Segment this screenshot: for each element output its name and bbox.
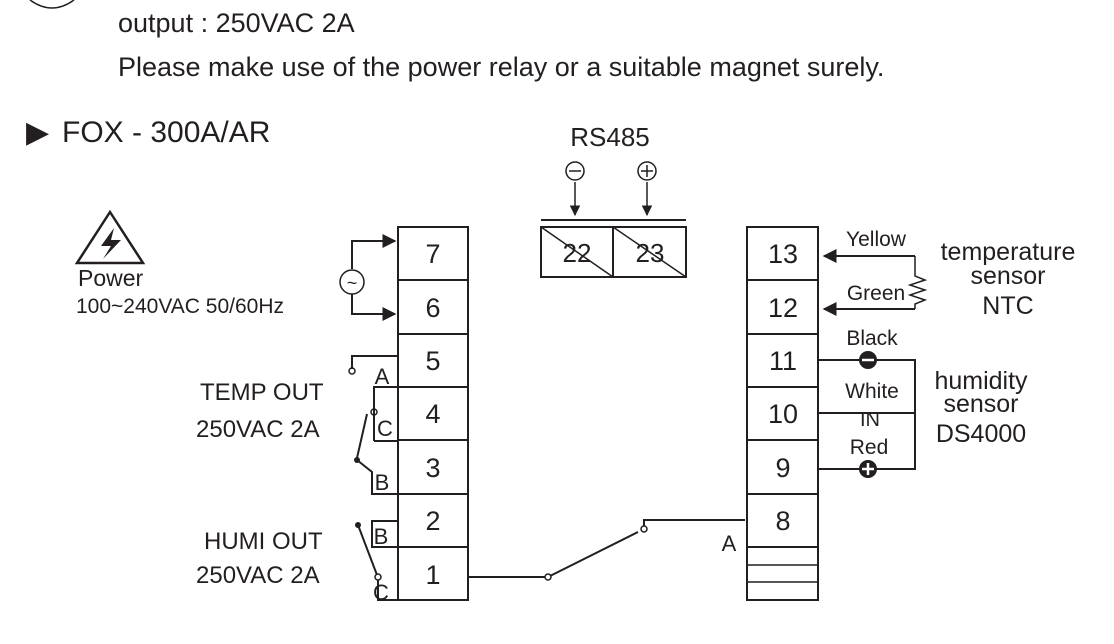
- terminal-9: 9: [775, 453, 790, 483]
- terminal-1: 1: [425, 560, 440, 590]
- terminal-10: 10: [768, 399, 798, 429]
- left-terminal-block: [397, 226, 469, 601]
- terminal-11: 11: [769, 346, 797, 376]
- humi-out-label: HUMI OUT: [204, 528, 323, 555]
- model-title: FOX - 300A/AR: [62, 116, 270, 149]
- temp-out-label: TEMP OUT: [200, 379, 324, 406]
- terminal-22: 22: [563, 238, 592, 268]
- humidity-sensor-label-3: DS4000: [936, 420, 1026, 448]
- white-wire-label: White: [845, 380, 899, 403]
- green-wire-label: Green: [847, 282, 905, 305]
- rs485-minus-terminal-symbol: [565, 161, 585, 181]
- temp-out-relay-contacts: [348, 355, 398, 495]
- temp-contact-b: B: [375, 470, 390, 495]
- terminal-8: 8: [775, 506, 790, 536]
- red-wire-label: Red: [850, 436, 889, 459]
- yellow-wire-label: Yellow: [846, 228, 907, 251]
- rs485-label: RS485: [570, 122, 650, 152]
- terminal-7: 7: [425, 239, 440, 269]
- ntc-resistor-icon: [907, 256, 928, 309]
- humi-out-relay-contacts: [355, 520, 398, 601]
- relay-switch-line: [468, 519, 745, 581]
- temp-out-spec: 250VAC 2A: [196, 416, 320, 443]
- humidity-sensor-label-1: humidity: [934, 367, 1028, 395]
- terminal-3: 3: [425, 453, 440, 483]
- black-wire-label: Black: [846, 327, 898, 350]
- rs485-plus-terminal-symbol: [637, 161, 657, 181]
- terminal-5: 5: [425, 346, 440, 376]
- humidity-sensor-label-2: sensor: [943, 390, 1018, 418]
- temp-contact-a: A: [375, 364, 390, 389]
- output-line: output : 250VAC 2A: [118, 8, 355, 38]
- power-spec: 100~240VAC 50/60Hz: [76, 295, 284, 318]
- top-edge-decoration: [29, 0, 75, 9]
- temp-contact-c: C: [377, 416, 393, 441]
- terminal-23: 23: [636, 238, 665, 268]
- terminal-13: 13: [768, 239, 798, 269]
- terminal-2: 2: [425, 506, 440, 536]
- humi-contact-c: C: [373, 580, 389, 605]
- relay-contact-a: A: [722, 531, 737, 556]
- temperature-sensor-label-1: temperature: [941, 238, 1076, 266]
- in-label: IN: [860, 409, 880, 431]
- red-plus-terminal-icon: [859, 460, 877, 478]
- right-terminal-block: [746, 226, 819, 601]
- terminal-12: 12: [768, 293, 798, 323]
- high-voltage-warning-icon: [74, 209, 146, 265]
- terminal-4: 4: [425, 399, 440, 429]
- ac-source-symbol: [339, 269, 365, 295]
- temperature-sensor-label-3: NTC: [982, 292, 1033, 320]
- instruction-line: Please make use of the power relay or a …: [118, 52, 884, 82]
- rs485-terminal-block: [540, 226, 687, 278]
- humi-contact-b: B: [374, 524, 389, 549]
- terminal-6: 6: [425, 293, 440, 323]
- power-label: Power: [78, 265, 144, 291]
- ac-source-tilde: ~: [347, 273, 358, 293]
- power-wire-6: [351, 294, 397, 321]
- power-wire-7: [351, 234, 397, 269]
- model-arrow-icon: ▶: [26, 116, 49, 149]
- humi-out-spec: 250VAC 2A: [196, 562, 320, 589]
- black-minus-terminal-icon: [859, 351, 877, 369]
- temperature-sensor-label-2: sensor: [970, 262, 1045, 290]
